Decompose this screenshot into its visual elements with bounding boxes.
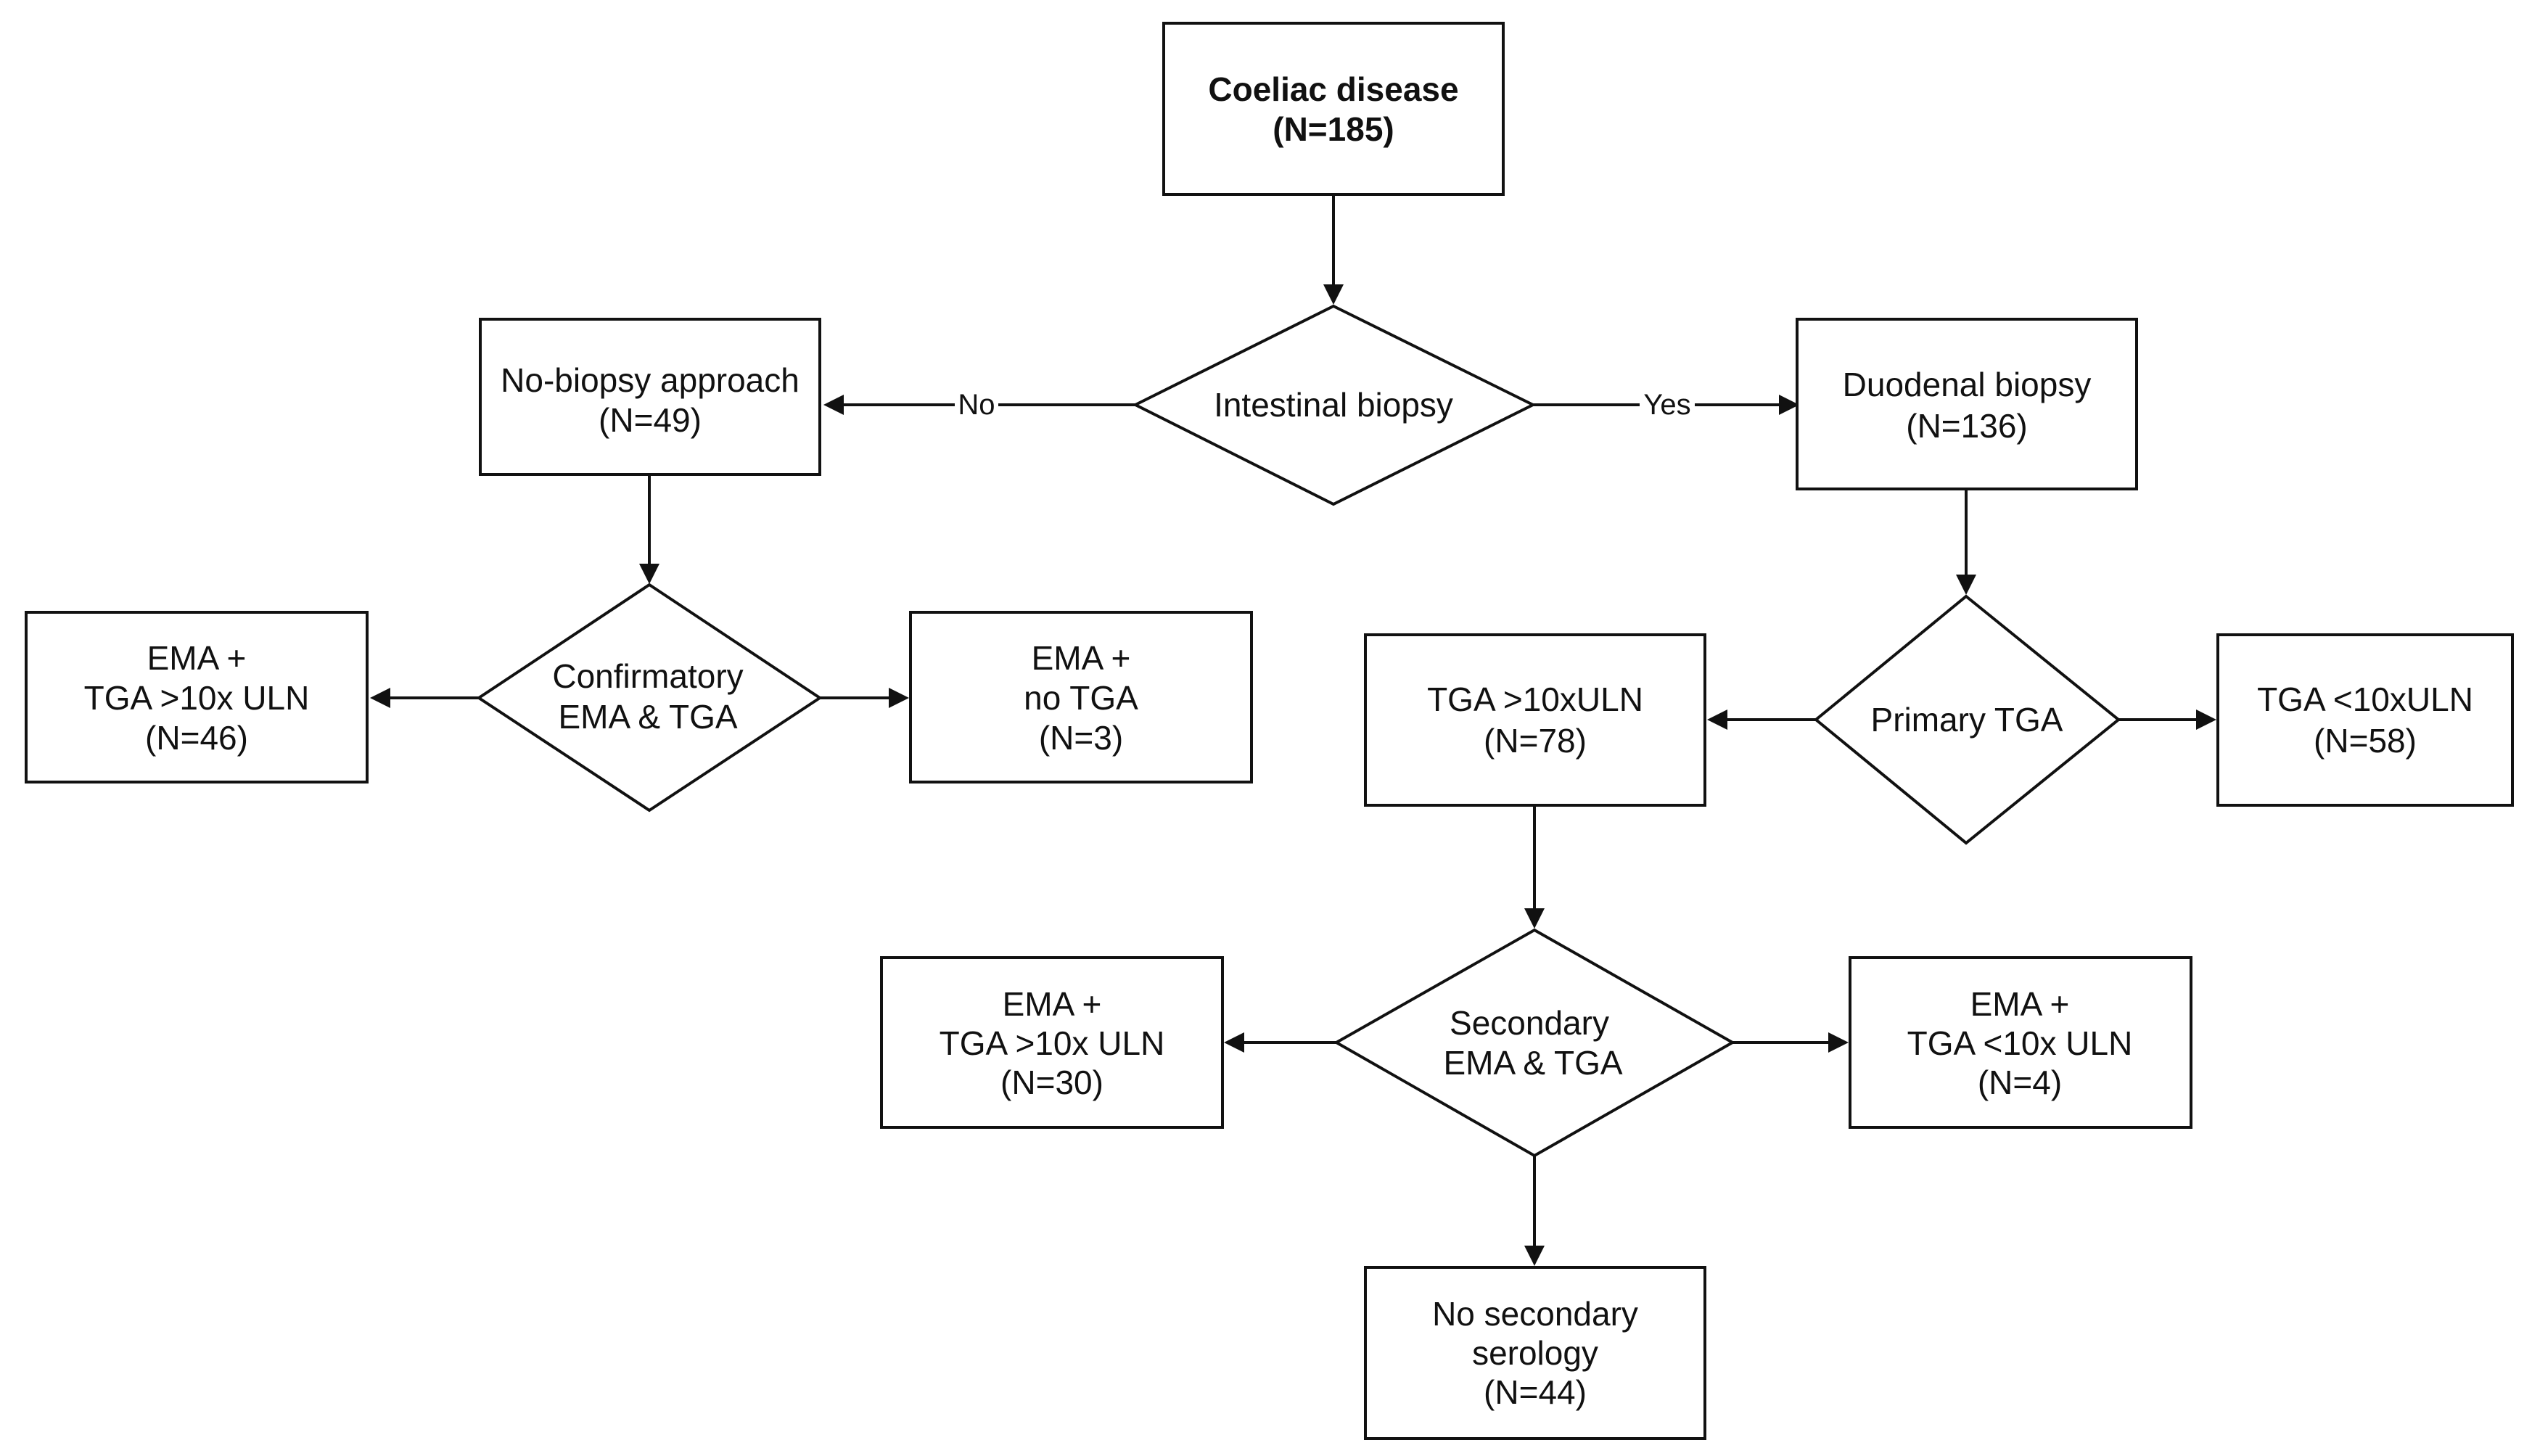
node-label-line: (N=78) — [1484, 722, 1587, 760]
edges: No Yes — [370, 194, 2216, 1266]
node-label-line: TGA <10xULN — [2257, 680, 2473, 718]
node-label-line: (N=44) — [1484, 1373, 1587, 1411]
process-box — [1796, 318, 2138, 490]
node-secondary-ema-tga: Secondary EMA & TGA — [1333, 928, 1736, 1158]
arrowhead — [1707, 710, 1727, 730]
nodes: Coeliac disease (N=185) Intestinal biops… — [25, 22, 2514, 1440]
node-label-line: (N=185) — [1273, 110, 1394, 148]
node-label-line: (N=30) — [1000, 1064, 1103, 1101]
node-label-line: (N=136) — [1906, 407, 2027, 445]
process-box — [1364, 633, 1706, 807]
node-tga-lt10-n58: TGA <10xULN (N=58) — [2216, 633, 2514, 807]
node-ema-tga-lt10-n4: EMA + TGA <10x ULN (N=4) — [1849, 956, 2192, 1129]
decision-diamond — [1813, 594, 2121, 845]
process-box — [25, 611, 369, 783]
edge-label-bg — [955, 386, 998, 424]
node-intestinal-biopsy: Intestinal biopsy — [1132, 304, 1537, 506]
arrowhead — [1224, 1032, 1244, 1053]
arrowhead — [639, 564, 659, 584]
node-ema-no-tga-n3: EMA + no TGA (N=3) — [909, 611, 1253, 783]
decision-diamond — [1333, 928, 1736, 1158]
node-label-line: Primary TGA — [1871, 701, 2063, 739]
node-label-line: EMA & TGA — [1443, 1044, 1622, 1082]
node-label-line: EMA + — [1003, 985, 1102, 1023]
node-label-line: serology — [1472, 1334, 1598, 1372]
node-label-line: TGA >10x ULN — [84, 679, 310, 717]
arrowhead — [889, 688, 909, 708]
node-no-secondary-serology: No secondary serology (N=44) — [1364, 1266, 1706, 1440]
process-box — [880, 956, 1224, 1129]
arrowhead — [2196, 710, 2216, 730]
node-coeliac-disease: Coeliac disease (N=185) — [1162, 22, 1505, 196]
node-label-line: TGA >10x ULN — [940, 1024, 1165, 1062]
edge-label-bg — [1640, 386, 1695, 424]
arrowhead — [1323, 284, 1344, 305]
decision-diamond — [1132, 304, 1537, 506]
node-ema-tga-gt10-n30: EMA + TGA >10x ULN (N=30) — [880, 956, 1224, 1129]
node-label-line: Secondary — [1450, 1004, 1609, 1042]
decision-diamond — [476, 583, 823, 813]
node-no-biopsy-approach: No-biopsy approach (N=49) — [479, 318, 821, 476]
node-label-line: (N=49) — [599, 401, 702, 439]
node-tga-gt10-n78: TGA >10xULN (N=78) — [1364, 633, 1706, 807]
node-label-line: no TGA — [1024, 679, 1138, 717]
process-box — [1364, 1266, 1706, 1440]
node-label-line: EMA & TGA — [558, 698, 737, 736]
process-box — [479, 318, 821, 476]
node-label-line: Confirmatory — [552, 657, 743, 695]
edge-label-no: No — [958, 389, 995, 421]
arrowhead — [1524, 908, 1545, 929]
node-confirmatory-ema-tga: Confirmatory EMA & TGA — [476, 583, 823, 813]
node-label-line: No secondary — [1432, 1295, 1638, 1333]
node-label-line: EMA + — [147, 639, 247, 677]
node-label-line: EMA + — [1970, 985, 2070, 1023]
process-box — [2216, 633, 2514, 807]
arrowhead — [1956, 575, 1976, 595]
node-label-line: No-biopsy approach — [501, 361, 800, 399]
node-label-line: (N=3) — [1039, 719, 1123, 757]
arrowhead — [370, 688, 390, 708]
node-label-line: (N=46) — [145, 719, 248, 757]
process-box — [1162, 22, 1505, 196]
arrowhead — [1524, 1246, 1545, 1266]
node-label-line: TGA >10xULN — [1427, 680, 1643, 718]
edge-label-yes: Yes — [1643, 389, 1690, 421]
arrowhead — [1779, 395, 1799, 415]
node-duodenal-biopsy: Duodenal biopsy (N=136) — [1796, 318, 2138, 490]
process-box — [1849, 956, 2192, 1129]
node-primary-tga: Primary TGA — [1813, 594, 2121, 845]
node-label-line: EMA + — [1032, 639, 1131, 677]
node-label-line: (N=58) — [2314, 722, 2417, 760]
node-label-line: Coeliac disease — [1208, 70, 1458, 108]
arrowhead — [823, 395, 844, 415]
node-label-line: (N=4) — [1978, 1064, 2062, 1101]
arrowhead — [1828, 1032, 1849, 1053]
process-box — [909, 611, 1253, 783]
node-ema-tga-gt10-n46: EMA + TGA >10x ULN (N=46) — [25, 611, 369, 783]
node-label-line: Intestinal biopsy — [1214, 386, 1453, 424]
node-label-line: TGA <10x ULN — [1907, 1024, 2133, 1062]
node-label-line: Duodenal biopsy — [1843, 366, 2092, 403]
